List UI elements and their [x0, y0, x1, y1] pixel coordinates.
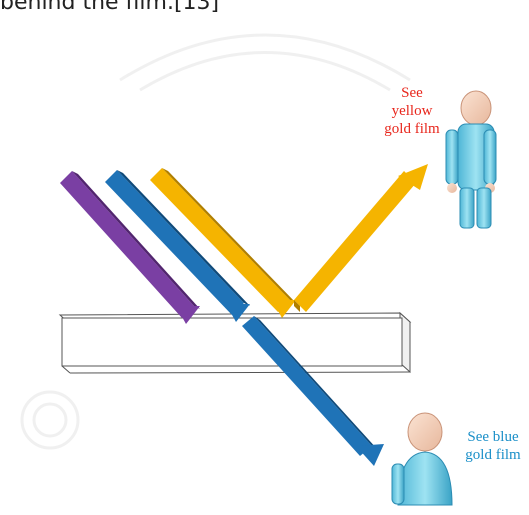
- gold-reflected-ray: [294, 164, 428, 312]
- gold-film-slab: [60, 313, 410, 373]
- reflected-label: See yellow gold film: [372, 84, 452, 138]
- transmitted-label-text: See blue gold film: [457, 428, 529, 464]
- transmitted-label: See blue gold film: [457, 428, 529, 464]
- reflected-label-text: See yellow gold film: [372, 84, 452, 138]
- person-icon-bottom: [392, 413, 452, 505]
- person-icon-top: [446, 91, 496, 228]
